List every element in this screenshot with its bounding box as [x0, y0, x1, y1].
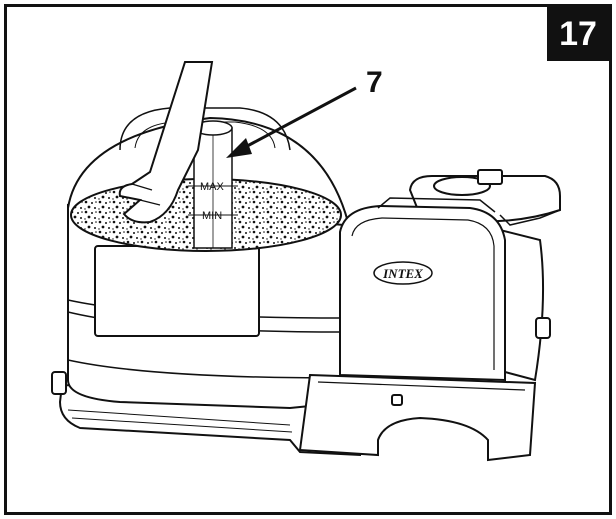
brand-logo-text: INTEX: [382, 266, 423, 281]
step-number-badge: 17: [547, 7, 609, 61]
callout-number: 7: [366, 66, 383, 99]
tank-dome: [67, 107, 349, 252]
max-label: MAX: [200, 181, 225, 193]
tank-label-window: [94, 245, 260, 337]
hand-arm: [118, 61, 214, 224]
figure-frame: [4, 4, 612, 515]
vent-cap: [477, 169, 503, 185]
min-label: MIN: [202, 210, 222, 222]
pump-housing: [298, 197, 551, 462]
brand-badge: [373, 261, 433, 285]
drain-knob: [51, 371, 67, 395]
callout-arrow: [226, 86, 357, 158]
pump-knob: [535, 317, 551, 339]
